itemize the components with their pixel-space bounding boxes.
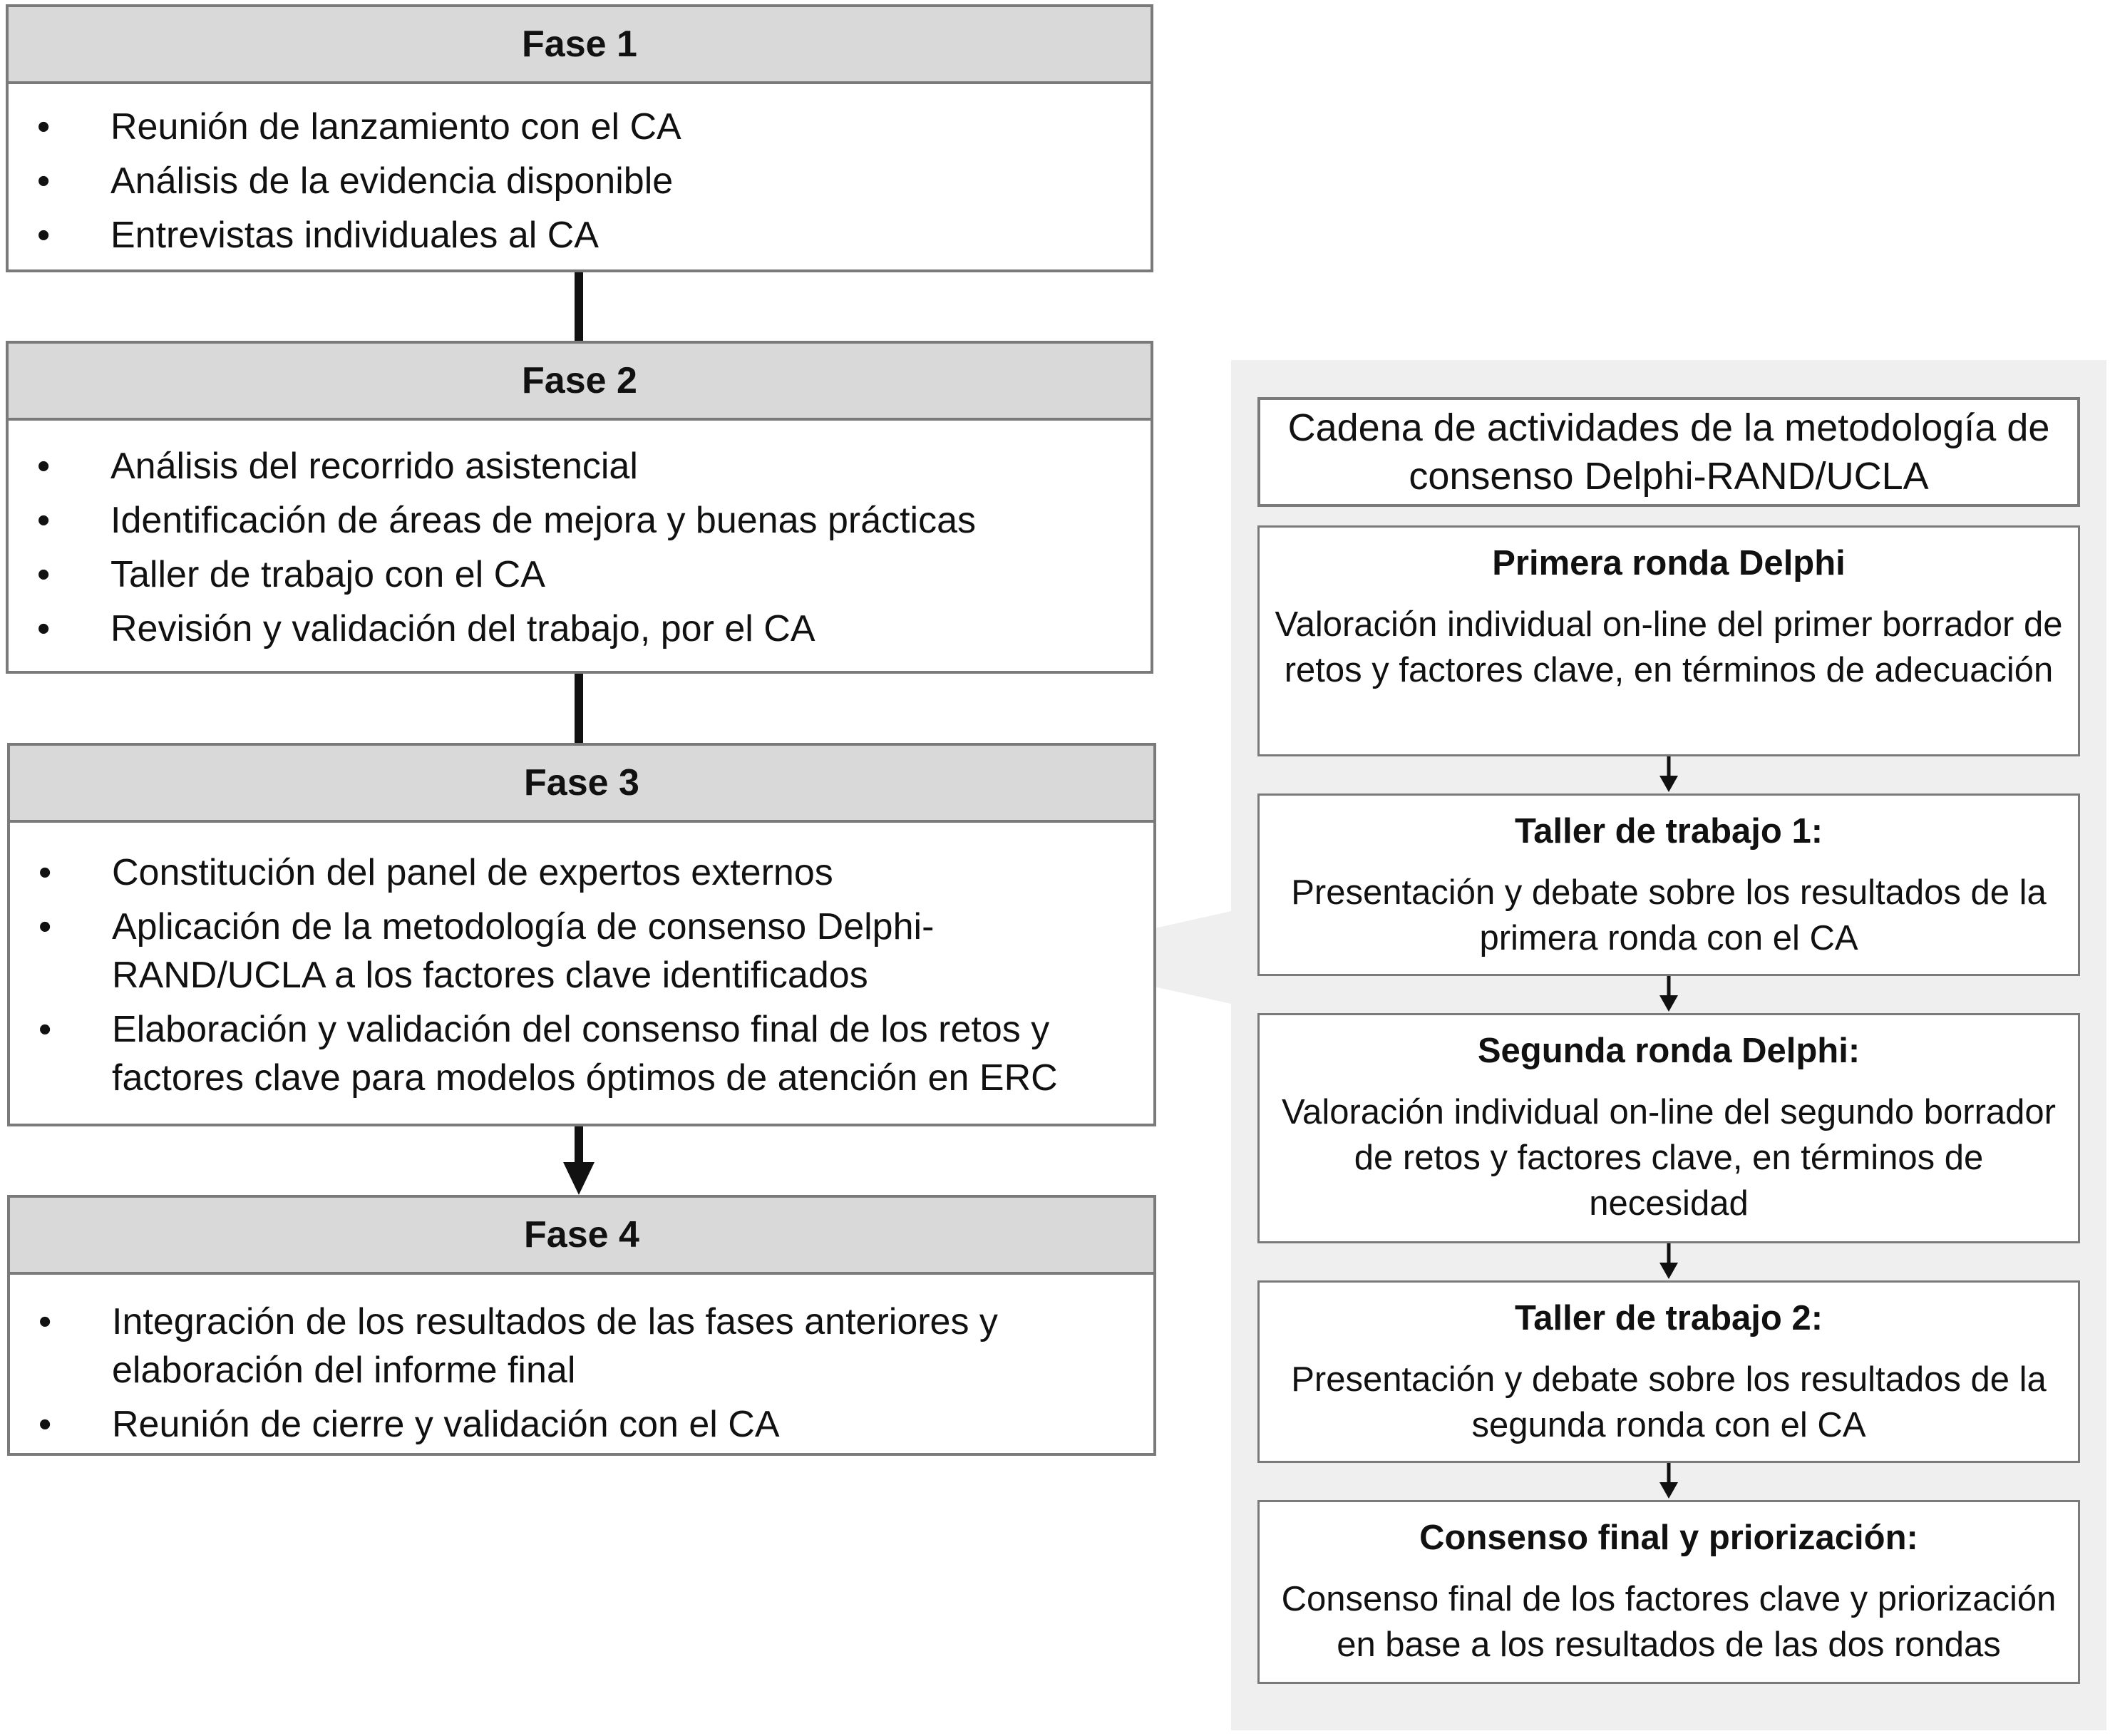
- phase-4-box: Fase 4 •Integración de los resultados de…: [7, 1195, 1156, 1456]
- step-primera-ronda: Primera ronda Delphi Valoración individu…: [1257, 525, 2080, 756]
- step-taller-2: Taller de trabajo 2: Presentación y deba…: [1257, 1280, 2080, 1463]
- step-segunda-ronda: Segunda ronda Delphi: Valoración individ…: [1257, 1013, 2080, 1243]
- phase-arrow-head: [563, 1162, 595, 1195]
- step-description: Valoración individual on-line del segund…: [1282, 1093, 2056, 1223]
- phase-1-title: Fase 1: [9, 7, 1151, 84]
- step-description: Valoración individual on-line del primer…: [1275, 605, 2063, 689]
- step-title: Consenso final y priorización:: [1419, 1519, 1918, 1557]
- step-title: Taller de trabajo 2:: [1514, 1299, 1823, 1337]
- list-item: •Constitución del panel de expertos exte…: [38, 852, 833, 893]
- list-item: •Elaboración y validación del consenso f…: [38, 1009, 1058, 1099]
- list-item: •Revisión y validación del trabajo, por …: [37, 608, 815, 649]
- list-item: •Integración de los resultados de las fa…: [38, 1301, 998, 1391]
- connector-fase3-fase4: [575, 1126, 583, 1166]
- step-arrows: [1659, 756, 1678, 1499]
- list-item: •Reunión de lanzamiento con el CA: [37, 106, 681, 148]
- step-description: Presentación y debate sobre los resultad…: [1291, 873, 2047, 957]
- connector-fase1-fase2: [575, 272, 583, 341]
- step-title: Primera ronda Delphi: [1492, 544, 1846, 582]
- list-item: •Análisis del recorrido asistencial: [37, 446, 638, 487]
- step-description: Consenso final de los factores clave y p…: [1281, 1580, 2057, 1664]
- step-consenso-final: Consenso final y priorización: Consenso …: [1257, 1500, 2080, 1684]
- list-item: •Entrevistas individuales al CA: [37, 215, 599, 256]
- list-item: •Identificación de áreas de mejora y bue…: [37, 500, 977, 541]
- list-item: •Aplicación de la metodología de consens…: [38, 906, 935, 996]
- phase-2-box: Fase 2 •Análisis del recorrido asistenci…: [6, 341, 1153, 674]
- list-item: •Reunión de cierre y validación con el C…: [38, 1404, 780, 1445]
- list-item: •Taller de trabajo con el CA: [37, 554, 545, 595]
- list-item: •Análisis de la evidencia disponible: [37, 160, 674, 202]
- phase-2-title: Fase 2: [9, 344, 1151, 421]
- panel-title: Cadena de actividades de la metodología …: [1257, 397, 2080, 507]
- connector-fase2-fase3: [575, 674, 583, 745]
- step-title: Taller de trabajo 1:: [1514, 812, 1823, 851]
- phase-3-box: Fase 3 •Constitución del panel de expert…: [7, 743, 1156, 1126]
- step-description: Presentación y debate sobre los resultad…: [1291, 1360, 2047, 1444]
- phase-1-box: Fase 1 •Reunión de lanzamiento con el CA…: [6, 4, 1153, 272]
- step-title: Segunda ronda Delphi:: [1477, 1032, 1861, 1070]
- phase-3-title: Fase 3: [10, 746, 1153, 823]
- phase-4-title: Fase 4: [10, 1198, 1153, 1275]
- step-taller-1: Taller de trabajo 1: Presentación y deba…: [1257, 793, 2080, 976]
